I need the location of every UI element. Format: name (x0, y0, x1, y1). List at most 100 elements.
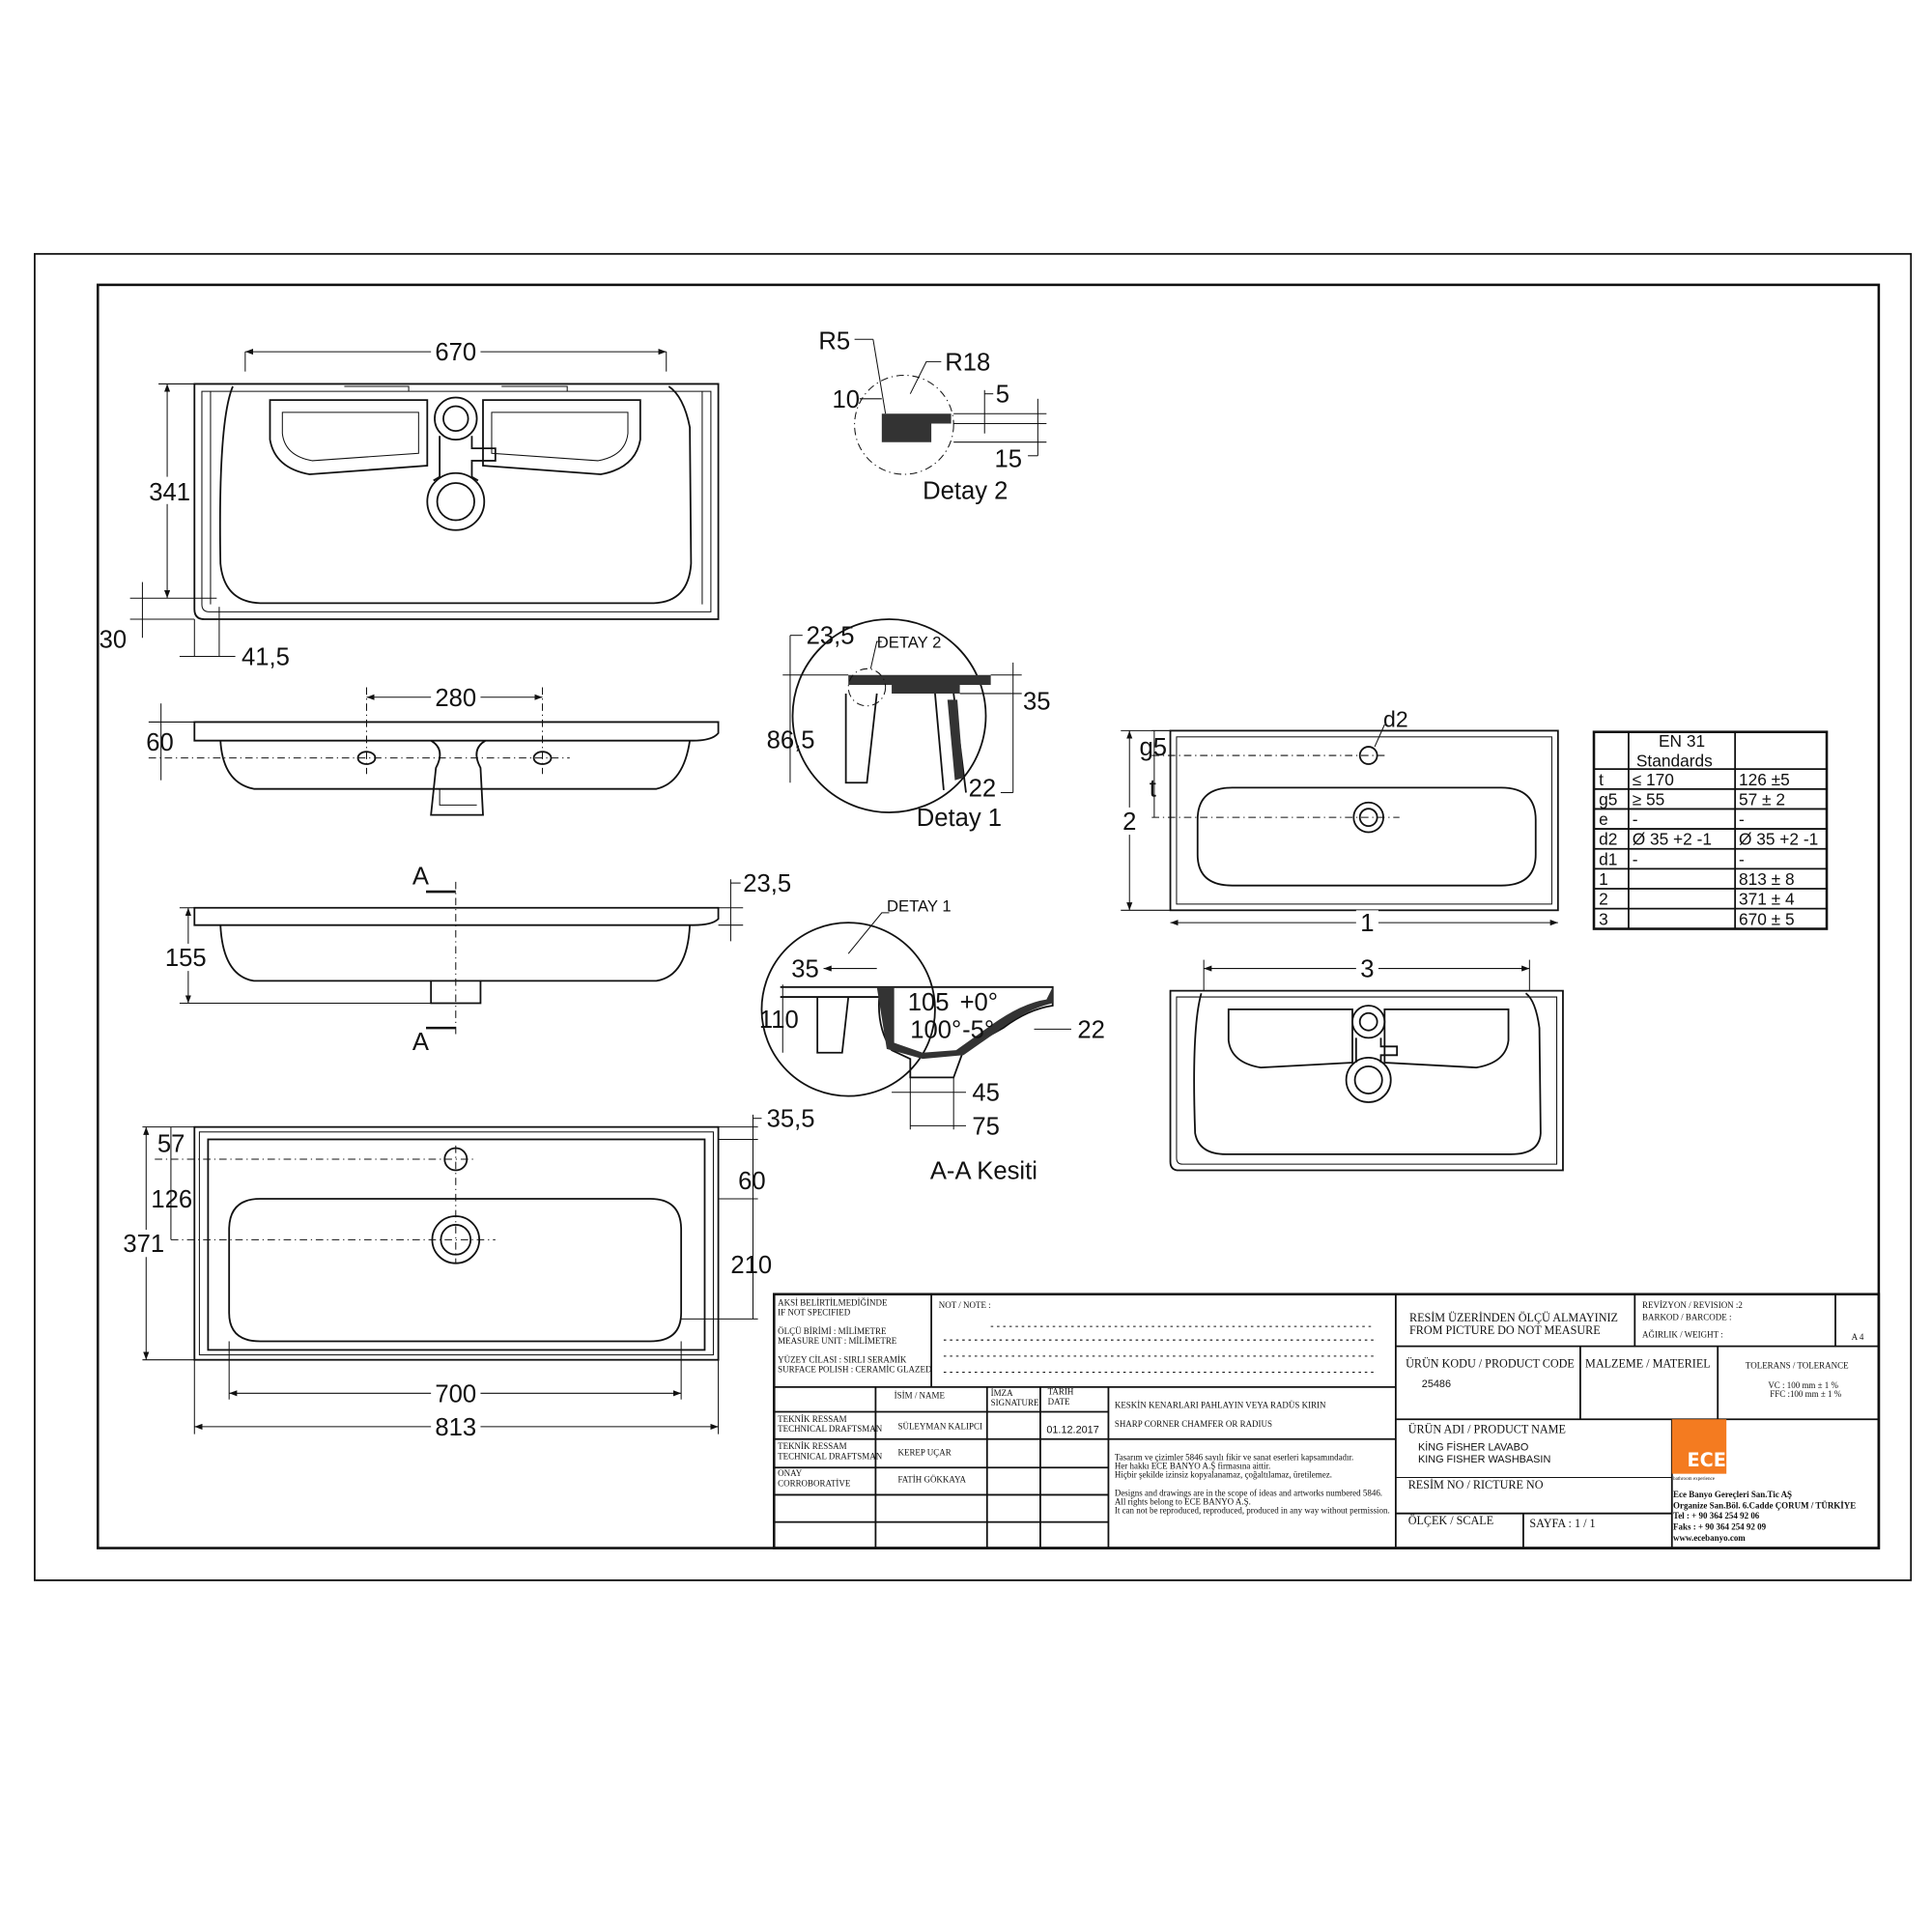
label-dim-1: 1 (1360, 910, 1374, 937)
person-name: FATİH GÖKKAYA (897, 1475, 966, 1485)
company-line: www.ecebanyo.com (1673, 1533, 1746, 1543)
en31-plan-view: d2 g5 t 2 1 (1118, 707, 1559, 938)
product-name-tr: KİNG FİSHER LAVABO (1418, 1440, 1528, 1453)
company-line: Organize San.Böl. 6.Cadde ÇORUM / TÜRKİY… (1673, 1501, 1856, 1511)
person-name: KEREP UÇAR (897, 1447, 951, 1457)
note-lines (943, 1325, 1376, 1374)
section-a-a-title: A-A Kesiti (930, 1158, 1037, 1185)
table-cell: 1 (1599, 869, 1608, 889)
table-cell: d2 (1599, 830, 1617, 849)
role: TECHNICAL DRAFTSMAN (778, 1451, 883, 1461)
dim-371: 371 (123, 1231, 164, 1258)
label-g5: g5 (1139, 734, 1167, 761)
dim-155: 155 (165, 945, 207, 972)
person-row: ONAY CORROBORATİVE FATİH GÖKKAYA (778, 1468, 966, 1488)
scale-label: ÖLÇEK / SCALE (1408, 1514, 1493, 1527)
table-cell: - (1739, 849, 1745, 868)
spec-line: SURFACE POLISH : CERAMİC GLAZED (778, 1365, 932, 1375)
dim-57: 57 (157, 1130, 185, 1157)
dim-105: 105 (908, 989, 950, 1016)
table-cell: ≥ 55 (1633, 789, 1665, 809)
table-cell: Ø 35 +2 -1 (1739, 830, 1818, 849)
person-row: TEKNİK RESSAM TECHNICAL DRAFTSMAN SÜLEYM… (778, 1414, 1099, 1436)
copyright-line: All rights belong to ECE BANYO A.Ş. (1115, 1497, 1251, 1507)
spec-line: IF NOT SPECIFIED (778, 1308, 851, 1318)
company-line: Ece Banyo Gereçleri San.Tic AŞ (1673, 1490, 1792, 1499)
table-cell: t (1599, 770, 1604, 789)
dim-35-aa: 35 (791, 956, 819, 983)
date-value: 01.12.2017 (1046, 1424, 1098, 1435)
title-block: AKSİ BELİRTİLMEDİĞİNDE IF NOT SPECIFIED … (773, 1293, 1881, 1549)
header-date-tr: TARİH (1048, 1387, 1074, 1397)
ref-detay-2: DETAY 2 (877, 634, 942, 652)
role: TECHNICAL DRAFTSMAN (778, 1424, 883, 1434)
dim-5: 5 (996, 382, 1009, 409)
product-code-label: ÜRÜN KODU / PRODUCT CODE (1406, 1356, 1575, 1370)
table-cell: g5 (1599, 789, 1617, 809)
header-signature-tr: İMZA (991, 1388, 1013, 1398)
dim-15: 15 (994, 445, 1022, 472)
edge-note: SHARP CORNER CHAMFER OR RADIUS (1115, 1419, 1272, 1429)
table-cell: - (1633, 810, 1638, 829)
section-marker-a-top: A (412, 863, 430, 890)
header-name: İSİM / NAME (895, 1390, 946, 1400)
ref-detay-1: DETAY 1 (887, 897, 952, 916)
dim-341: 341 (149, 479, 190, 506)
dim-86-5: 86,5 (767, 726, 815, 753)
tol-plus: +0° (960, 989, 998, 1016)
dim-813: 813 (435, 1414, 476, 1441)
table-cell: 371 ± 4 (1739, 890, 1795, 909)
warning-tr: RESİM ÜZERİNDEN ÖLÇÜ ALMAYINIZ (1409, 1311, 1618, 1324)
table-cell: 2 (1599, 890, 1608, 909)
dim-700: 700 (435, 1380, 476, 1407)
section-marker-a-bottom: A (412, 1029, 430, 1056)
tolerance-ffc: FFC :100 mm ± 1 % (1770, 1389, 1841, 1399)
barcode: BARKOD / BARCODE : (1642, 1313, 1731, 1322)
product-name-en: KING FISHER WASHBASIN (1418, 1454, 1550, 1465)
paper-size: A 4 (1852, 1332, 1864, 1342)
table-cell: 126 ±5 (1739, 770, 1790, 789)
weight: AĞIRLIK / WEIGHT : (1642, 1330, 1723, 1340)
detail-2: R5 R18 10 5 15 Detay 2 (818, 328, 1047, 505)
warning-en: FROM PICTURE DO NOT MEASURE (1409, 1323, 1601, 1337)
label-dim-3: 3 (1360, 956, 1374, 983)
person-row: TEKNİK RESSAM TECHNICAL DRAFTSMAN KEREP … (778, 1441, 952, 1461)
label-dim-2: 2 (1122, 809, 1136, 836)
plan-view: 371 57 126 35,5 60 210 700 813 (121, 1106, 814, 1441)
spec-line: YÜZEY CİLASI : SIRLI SERAMİK (778, 1354, 907, 1364)
en31-front-view: 3 (1169, 956, 1564, 1172)
table-cell: Ø 35 +2 -1 (1633, 830, 1712, 849)
note-label: NOT / NOTE : (939, 1300, 991, 1310)
dim-41-5: 41,5 (242, 643, 290, 670)
table-cell: - (1739, 810, 1745, 829)
tolerance-label: TOLERANS / TOLERANCE (1746, 1361, 1849, 1371)
label-r18: R18 (945, 349, 990, 376)
table-cell: - (1633, 849, 1638, 868)
table-cell: 813 ± 8 (1739, 869, 1795, 889)
role: CORROBORATİVE (778, 1478, 851, 1488)
dim-30: 30 (99, 627, 128, 654)
header-date: DATE (1048, 1397, 1070, 1406)
company-line: Faks : + 90 364 254 92 09 (1673, 1521, 1767, 1531)
edge-note: KESKİN KENARLARI PAHLAYIN VEYA RADÜS KIR… (1115, 1401, 1326, 1410)
dim-60: 60 (146, 729, 174, 756)
dim-75: 75 (972, 1113, 1000, 1140)
revision: REVİZYON / REVISION :2 (1642, 1300, 1743, 1310)
dim-23-5: 23,5 (743, 870, 791, 897)
picture-no-label: RESİM NO / RICTURE NO (1408, 1478, 1544, 1492)
table-cell: 57 ± 2 (1739, 789, 1785, 809)
header-signature: SIGNATURE (991, 1398, 1039, 1407)
dim-22-detail: 22 (969, 775, 997, 802)
copyright-line: Hiçbir şekilde izinsiz kopyalanamaz, çoğ… (1115, 1469, 1332, 1479)
page-number: SAYFA : 1 / 1 (1529, 1517, 1595, 1530)
role-tr: TEKNİK RESSAM (778, 1441, 847, 1451)
detail-1: 23,5 DETAY 2 86,5 35 22 Detay 1 (767, 618, 1050, 832)
detail-2-title: Detay 2 (923, 478, 1008, 505)
table-cell: e (1599, 810, 1608, 829)
ece-logo: ECE bathroom experience (1671, 1419, 1727, 1482)
dim-110: 110 (759, 1007, 799, 1034)
label-r5: R5 (818, 328, 850, 355)
dim-45: 45 (972, 1080, 1000, 1107)
material-label: MALZEME / MATERIEL (1585, 1356, 1711, 1370)
